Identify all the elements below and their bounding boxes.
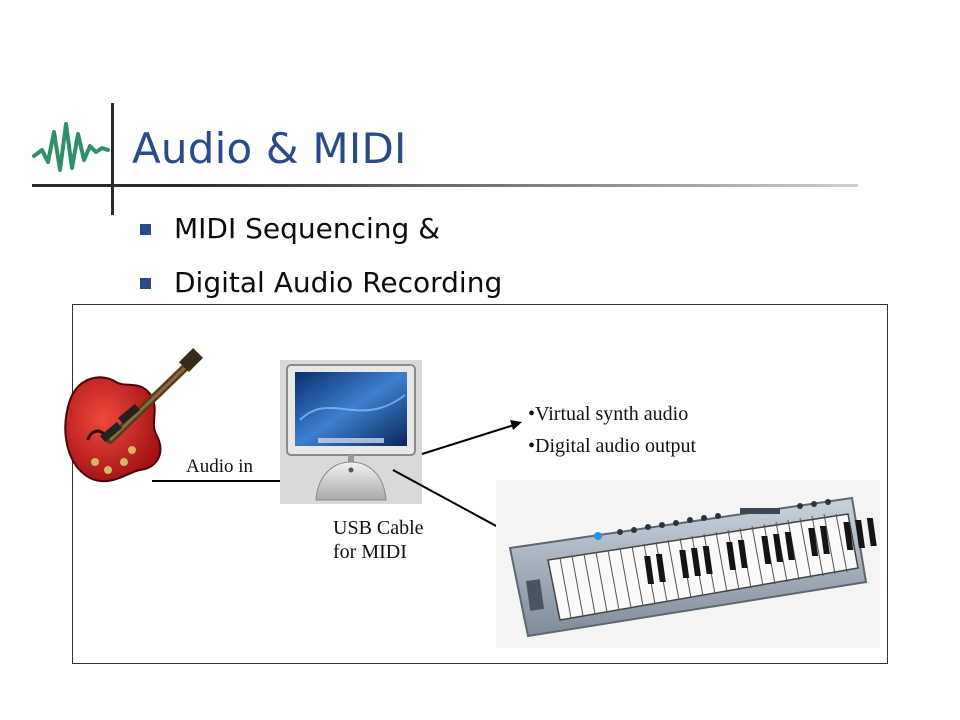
output-arrow — [421, 420, 522, 455]
bullet-text: MIDI Sequencing & — [174, 212, 441, 245]
usb-cable-label-line: for MIDI — [333, 541, 407, 563]
output-item: •Virtual synth audio — [528, 403, 689, 425]
bullet-text: Digital Audio Recording — [174, 266, 503, 299]
electric-guitar-icon — [64, 347, 204, 483]
output-item: •Digital audio output — [528, 435, 697, 457]
bullet-marker — [140, 278, 151, 289]
bullet-marker — [140, 224, 151, 235]
title-divider-vertical — [111, 103, 114, 215]
bullet-item: Digital Audio Recording — [140, 261, 502, 315]
diagram-frame — [72, 304, 888, 664]
title-divider-horizontal — [32, 184, 858, 187]
usb-cable-label: USB Cable for MIDI — [333, 516, 473, 564]
output-list: •Virtual synth audio •Digital audio outp… — [528, 398, 696, 462]
bullet-list: MIDI Sequencing & Digital Audio Recordin… — [140, 207, 502, 315]
audio-in-label: Audio in — [186, 456, 254, 477]
bullet-item: MIDI Sequencing & — [140, 207, 502, 261]
slide-title: Audio & MIDI — [132, 124, 407, 173]
imac-computer-icon — [280, 360, 422, 504]
midi-keyboard-icon — [496, 480, 880, 648]
usb-cable-label-line: USB Cable — [333, 517, 424, 539]
audio-wave-logo-icon — [32, 122, 110, 172]
